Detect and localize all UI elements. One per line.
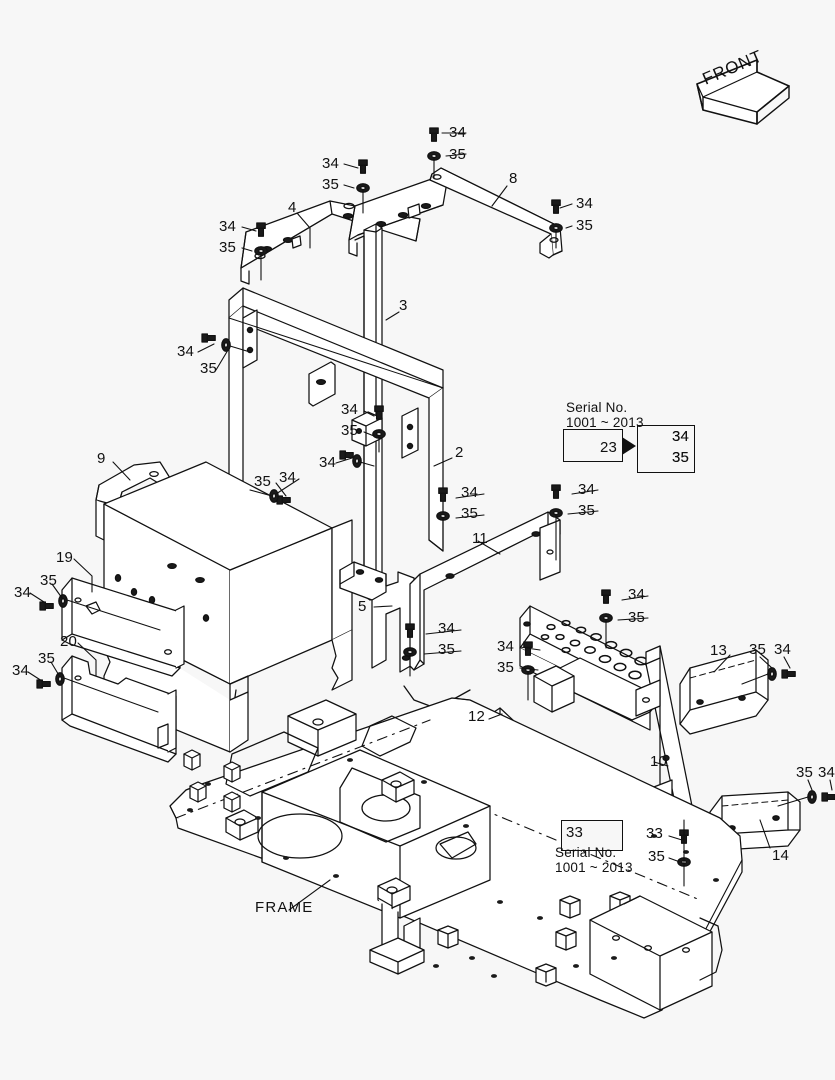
callout-9: 9: [97, 450, 106, 467]
center-mount-block: [533, 665, 575, 713]
fastener-label-34: 34: [438, 620, 456, 637]
fastener-label-34: 34: [279, 469, 297, 486]
part-11-support: [409, 511, 561, 671]
fastener-label-34: 34: [14, 584, 32, 601]
callout-2: 2: [455, 444, 464, 461]
fastener-label-35: 35: [497, 659, 515, 676]
fastener-label-34: 34: [497, 638, 515, 655]
fastener-label-35: 35: [578, 502, 596, 519]
serial-note-lower-line2: 1001 ~ 2013: [555, 860, 633, 875]
fastener-label-34: 34: [319, 454, 337, 471]
fastener-label-34: 34: [578, 481, 596, 498]
fastener-label-34: 34: [818, 764, 835, 781]
callout-33-right: 33: [646, 825, 664, 842]
serial-note-lower-line1: Serial No.: [555, 845, 617, 860]
callout-19: 19: [56, 549, 74, 566]
fastener-label-35: 35: [254, 473, 272, 490]
part-19-panel: [61, 577, 185, 677]
fasteners: [36, 127, 835, 887]
fastener-label-35: 35: [576, 217, 594, 234]
fastener-label-35: 35: [749, 641, 767, 658]
fastener-label-34: 34: [449, 124, 467, 141]
fastener-label-34: 34: [341, 401, 359, 418]
fastener-label-35: 35: [672, 449, 690, 466]
callout-3: 3: [399, 297, 408, 314]
fastener-label-35: 35: [796, 764, 814, 781]
part-13-bracket: [679, 649, 769, 735]
callout-4: 4: [288, 199, 297, 216]
fastener-label-34: 34: [628, 586, 646, 603]
center-housing-right-wall: [331, 519, 353, 691]
fastener-label-35: 35: [648, 848, 666, 865]
fastener-label-35: 35: [219, 239, 237, 256]
fastener-label-35: 35: [449, 146, 467, 163]
callout-13: 13: [710, 642, 728, 659]
fastener-label-34: 34: [322, 155, 340, 172]
fastener-label-35: 35: [322, 176, 340, 193]
frame-label: FRAME: [255, 899, 314, 916]
part-5-bracket: [339, 561, 415, 673]
fastener-label-35: 35: [38, 650, 56, 667]
serial-note-upper-box-3435: [637, 425, 695, 473]
fastener-label-34: 34: [461, 484, 479, 501]
fastener-label-35: 35: [461, 505, 479, 522]
serial-note-lower-box-33: [561, 820, 623, 851]
callout-14: 14: [772, 847, 790, 864]
callout-10: 10: [650, 753, 668, 770]
frame-rear-box: [589, 895, 723, 1011]
fastener-label-34: 34: [177, 343, 195, 360]
fastener-label-35: 35: [341, 422, 359, 439]
serial-note-lower: Serial No. 1001 ~ 2013: [555, 845, 633, 875]
serial-note-upper-line1: Serial No.: [566, 400, 628, 415]
callout-11: 11: [472, 530, 488, 547]
fastener-label-35: 35: [628, 609, 646, 626]
callout-12: 12: [468, 708, 486, 725]
fastener-label-35: 35: [200, 360, 218, 377]
callout-8: 8: [509, 170, 518, 187]
fastener-label-34: 34: [12, 662, 30, 679]
serial-note-upper-item-35: 35: [672, 449, 690, 466]
fastener-label-35: 35: [40, 572, 58, 589]
fastener-label-34: 34: [774, 641, 792, 658]
serial-note-upper: Serial No. 1001 ~ 2013: [566, 400, 644, 430]
leader-lines: [27, 132, 833, 911]
callout-23: 23: [600, 439, 618, 456]
serial-note-upper-box-23: [563, 429, 623, 462]
frame-holes: [187, 758, 719, 978]
callout-20: 20: [60, 633, 78, 650]
fastener-label-34: 34: [672, 428, 690, 445]
front-arrow-icon: [696, 59, 790, 125]
callout-33-box: 33: [566, 824, 584, 841]
callout-5: 5: [358, 598, 367, 615]
serial-note-upper-line2: 1001 ~ 2013: [566, 415, 644, 430]
fastener-label-35: 35: [438, 641, 456, 658]
fastener-label-34: 34: [576, 195, 594, 212]
serial-note-upper-item-34: 34: [672, 428, 690, 445]
part-8-bracket: [429, 167, 563, 259]
part-20-panel: [61, 655, 177, 763]
fastener-label-34: 34: [219, 218, 237, 235]
